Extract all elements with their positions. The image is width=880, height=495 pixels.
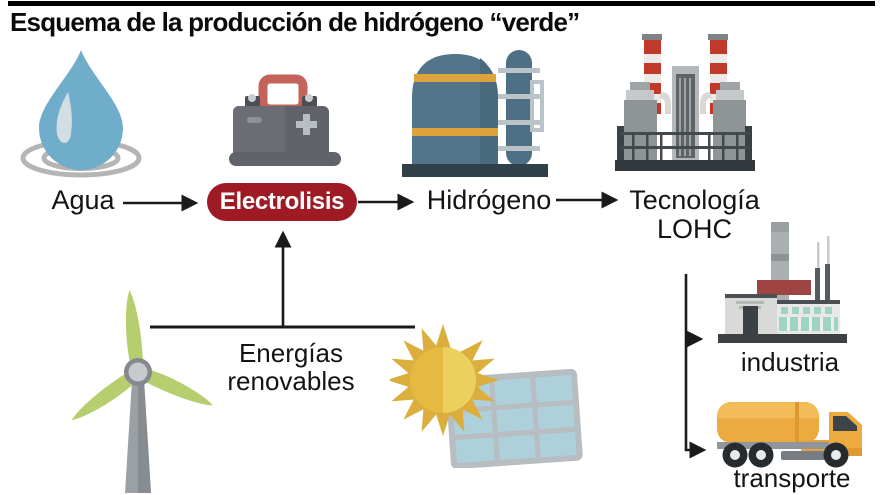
industria-label: industria <box>740 347 840 377</box>
tecnologia-line2: LOHC <box>656 214 732 245</box>
lohc-plant-icon <box>615 34 755 171</box>
factory-icon <box>718 222 847 343</box>
battery-icon <box>229 74 341 166</box>
tanker-truck-icon <box>717 402 862 468</box>
wind-turbine-icon <box>71 290 213 493</box>
arrow-lohc-to-transporte <box>684 274 707 459</box>
agua-label: Agua <box>51 185 115 215</box>
hidrogeno-label: Hidrógeno <box>426 185 552 215</box>
electrolisis-badge: Electrolisis <box>207 183 357 221</box>
hydrogen-tank-icon <box>402 50 548 177</box>
energias-line2: renovables <box>227 366 355 397</box>
top-rule <box>8 1 875 6</box>
page-title: Esquema de la producción de hidrógeno “v… <box>10 7 580 37</box>
water-drop-icon <box>20 50 142 178</box>
sun-solar-panel-icon <box>390 324 583 468</box>
transporte-label: transporte <box>733 463 851 493</box>
tecnologia-line1: Tecnología <box>629 185 760 215</box>
tecnologia-lohc-label: Tecnología LOHC <box>627 185 762 245</box>
energias-line1: Energías <box>238 338 344 368</box>
energias-renovables-label: Energías renovables <box>221 339 361 395</box>
